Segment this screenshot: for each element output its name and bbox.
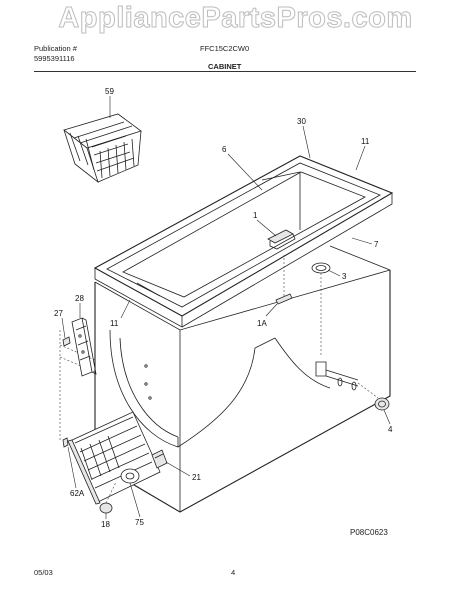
section-title: CABINET bbox=[208, 62, 242, 71]
lid-catch-part bbox=[275, 255, 293, 305]
watermark: AppliancePartsPros.com bbox=[58, 2, 413, 35]
lid-part bbox=[93, 155, 394, 328]
callout-1a: 1A bbox=[257, 319, 267, 328]
basket-part bbox=[63, 113, 142, 184]
callout-30: 30 bbox=[297, 117, 306, 126]
publication-number: 5995391116 bbox=[34, 54, 75, 63]
drain-plug-part bbox=[311, 262, 331, 355]
footer-date: 05/03 bbox=[34, 568, 53, 577]
hinge-part bbox=[62, 317, 97, 377]
callout-59: 59 bbox=[105, 87, 114, 96]
publication-label: Publication # bbox=[34, 44, 77, 53]
front-grille-part bbox=[62, 411, 168, 514]
callout-27: 27 bbox=[54, 309, 63, 318]
callout-21: 21 bbox=[192, 473, 201, 482]
model-number: FFC15C2CW0 bbox=[200, 44, 250, 53]
callout-4: 4 bbox=[388, 425, 393, 434]
callout-18: 18 bbox=[101, 520, 110, 529]
callout-28: 28 bbox=[75, 294, 84, 303]
leader-lines bbox=[61, 96, 391, 519]
lid-handle-part bbox=[267, 229, 296, 250]
cabinet-body bbox=[59, 245, 391, 513]
callout-62a: 62A bbox=[70, 489, 85, 498]
callout-6: 6 bbox=[222, 145, 227, 154]
footer-page: 4 bbox=[231, 568, 236, 577]
drain-tube-part bbox=[315, 361, 390, 411]
diagram-code: P08C0623 bbox=[350, 528, 388, 537]
header-rule bbox=[34, 71, 416, 72]
callout-11-front: 11 bbox=[110, 319, 119, 328]
callout-7: 7 bbox=[374, 240, 379, 249]
callout-3: 3 bbox=[342, 272, 347, 281]
callout-1: 1 bbox=[253, 211, 258, 220]
callout-75: 75 bbox=[135, 518, 144, 527]
callout-11-top: 11 bbox=[361, 137, 370, 146]
